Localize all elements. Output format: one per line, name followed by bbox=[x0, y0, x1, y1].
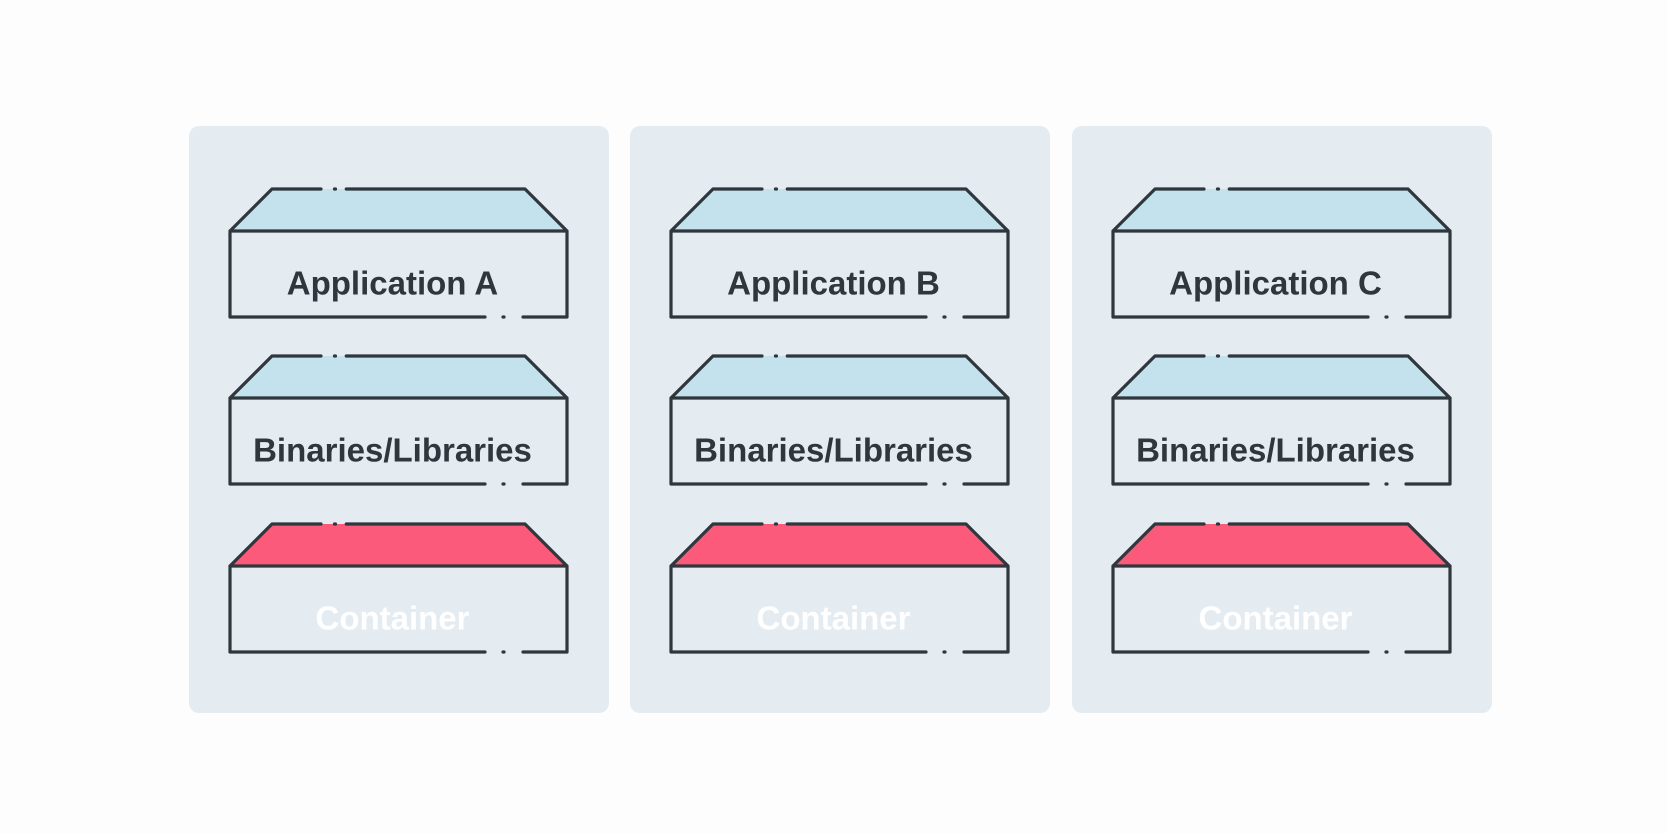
container-label: Container bbox=[1198, 600, 1352, 637]
binaries-block: Binaries/Libraries bbox=[1111, 354, 1452, 486]
binaries-label: Binaries/Libraries bbox=[253, 432, 532, 469]
application-label: Application A bbox=[287, 265, 498, 302]
application-block: Application C bbox=[1111, 187, 1452, 319]
container-label: Container bbox=[315, 600, 469, 637]
container-block: Container bbox=[1111, 522, 1452, 654]
application-label: Application B bbox=[727, 265, 940, 302]
container-block: Container bbox=[228, 522, 569, 654]
application-block: Application A bbox=[228, 187, 569, 319]
application-label: Application C bbox=[1169, 265, 1382, 302]
container-label: Container bbox=[756, 600, 910, 637]
application-block: Application B bbox=[669, 187, 1010, 319]
container-block: Container bbox=[669, 522, 1010, 654]
binaries-block: Binaries/Libraries bbox=[669, 354, 1010, 486]
binaries-label: Binaries/Libraries bbox=[1136, 432, 1415, 469]
binaries-label: Binaries/Libraries bbox=[694, 432, 973, 469]
binaries-block: Binaries/Libraries bbox=[228, 354, 569, 486]
